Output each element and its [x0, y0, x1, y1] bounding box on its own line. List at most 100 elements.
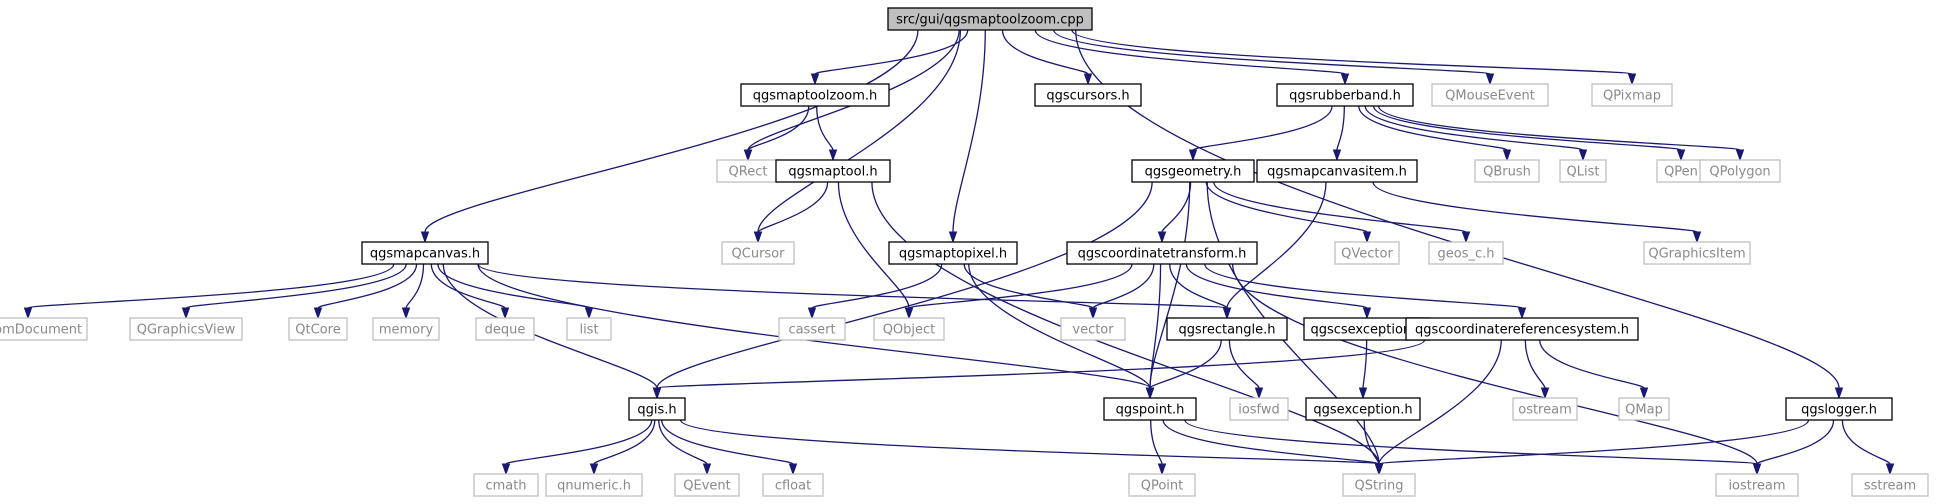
node-qgsmaptopixel-h[interactable]: qgsmaptopixel.h: [888, 241, 1018, 265]
node-label: qgscsexception.h: [1310, 323, 1423, 338]
node-qgsmapcanvas-h[interactable]: qgsmapcanvas.h: [361, 241, 489, 265]
node-label: qgscoordinatereferencesystem.h: [1415, 323, 1629, 338]
node-label: iostream: [1728, 479, 1785, 494]
edge-qgscsexception-h-to-qgsexception-h: [1358, 339, 1368, 400]
edge-qgsrubberband-h-to-qpen: [1372, 105, 1686, 162]
edge-qgscoordinatereferencesystem-h-to-ostream: [1524, 339, 1550, 400]
node-qgraphicsitem: QGraphicsItem: [1643, 241, 1751, 265]
node-qgis-h[interactable]: qgis.h: [628, 397, 686, 421]
node-qgsrubberband-h[interactable]: qgsrubberband.h: [1276, 83, 1414, 107]
edge-qgscoordinatetransform-h-to-vector: [1088, 263, 1155, 320]
node-qtcore: QtCore: [288, 317, 348, 341]
node-label: cmath: [485, 479, 526, 494]
node-qgscoordinatetransform-h[interactable]: qgscoordinatetransform.h: [1066, 241, 1258, 265]
edge-qgsrubberband-h-to-qgsmapcanvasitem-h: [1332, 105, 1345, 162]
node-label: deque: [485, 323, 526, 338]
edge-qgsmapcanvas-h-to-qgraphicsview: [181, 263, 407, 320]
edge-qgsmapcanvas-h-to-list: [437, 263, 594, 320]
node-qgslogger-h[interactable]: qgslogger.h: [1785, 397, 1893, 421]
node-label: ostream: [1518, 403, 1572, 418]
edge-qgscoordinatereferencesystem-h-to-qgis-h: [652, 339, 1426, 400]
edge-qgscoordinatetransform-h-to-qgspoint-h: [1145, 263, 1162, 400]
node-label: QMap: [1625, 403, 1663, 418]
node-cfloat: cfloat: [762, 473, 824, 497]
node-label: QPixmap: [1603, 89, 1661, 104]
edge-qgsmapcanvasitem-h-to-qgraphicsitem: [1372, 181, 1702, 244]
edge-qgscoordinatetransform-h-to-qgscsexception-h: [1185, 263, 1372, 320]
node-label: QList: [1567, 165, 1600, 180]
node-label: qgsmaptopixel.h: [899, 247, 1007, 262]
node-label: QCursor: [732, 247, 786, 262]
node-qvector: QVector: [1334, 241, 1400, 265]
node-qstring: QString: [1342, 473, 1416, 497]
node-qevent: QEvent: [674, 473, 740, 497]
node-deque: deque: [475, 317, 535, 341]
edge-root-to-qpixmap: [1071, 29, 1637, 86]
node-qgscoordinatereferencesystem-h[interactable]: qgscoordinatereferencesystem.h: [1405, 317, 1639, 341]
edge-qgsgeometry-h-to-qvector: [1205, 181, 1372, 244]
node-label: QRect: [729, 165, 768, 180]
edge-qgsmapcanvas-h-to-qdomdocument: [23, 263, 395, 320]
node-label: QtCore: [295, 323, 340, 338]
node-qlist: QList: [1559, 159, 1607, 183]
edge-qgsmaptoolzoom-h-to-qrect: [743, 105, 810, 162]
node-geos-c-h: geos_c.h: [1428, 241, 1504, 265]
node-qpixmap: QPixmap: [1591, 83, 1673, 107]
node-vector: vector: [1060, 317, 1126, 341]
node-label: cfloat: [775, 479, 811, 494]
node-qgsgeometry-h[interactable]: qgsgeometry.h: [1131, 159, 1255, 183]
edge-qgsrectangle-h-to-qgspoint-h: [1145, 339, 1222, 400]
edge-qgsrectangle-h-to-iosfwd: [1228, 339, 1264, 400]
node-qdomdocument: QDomDocument: [0, 317, 88, 341]
node-label: QMouseEvent: [1445, 89, 1535, 104]
node-label: qgsrectangle.h: [1178, 323, 1275, 338]
edge-qgsmaptool-h-to-qcursor: [753, 181, 829, 244]
node-label: iosfwd: [1238, 403, 1280, 418]
node-qgraphicsview: QGraphicsView: [129, 317, 243, 341]
node-label: sstream: [1864, 479, 1916, 494]
node-qgscursors-h[interactable]: qgscursors.h: [1034, 83, 1142, 107]
node-label: qgslogger.h: [1801, 403, 1877, 418]
node-qgscsexception-h[interactable]: qgscsexception.h: [1303, 317, 1431, 341]
node-label: QObject: [883, 323, 936, 338]
node-label: qgsmaptool.h: [788, 165, 877, 180]
edge-qgslogger-h-to-sstream: [1841, 419, 1895, 476]
node-qpoint: QPoint: [1128, 473, 1196, 497]
edge-qgis-h-to-qevent: [658, 419, 712, 476]
node-qgsexception-h[interactable]: qgsexception.h: [1305, 397, 1421, 421]
node-label: QString: [1354, 479, 1403, 494]
edge-qgis-h-to-cfloat: [661, 419, 798, 476]
node-label: QVector: [1341, 247, 1393, 262]
node-label: qgspoint.h: [1116, 403, 1185, 418]
node-label: QPolygon: [1709, 165, 1770, 180]
edge-qgsrubberband-h-to-qpolygon: [1377, 105, 1745, 162]
node-label: vector: [1072, 323, 1114, 338]
edge-qgscoordinatetransform-h-to-qobject: [904, 263, 1133, 320]
node-label: qnumeric.h: [557, 479, 631, 494]
node-ostream: ostream: [1512, 397, 1578, 421]
edge-root-to-qcursor: [753, 29, 962, 244]
node-qmouseevent: QMouseEvent: [1431, 83, 1549, 107]
edge-qgsgeometry-h-to-geos-c-h: [1213, 181, 1471, 244]
node-qbrush: QBrush: [1474, 159, 1540, 183]
edge-qgsgeometry-h-to-qgscoordinatetransform-h: [1157, 181, 1192, 244]
edge-root-to-qgsmapcanvas-h: [420, 29, 919, 244]
node-label: QDomDocument: [0, 323, 82, 338]
edge-qgsrubberband-h-to-qlist: [1364, 105, 1588, 162]
node-qgsrectangle-h[interactable]: qgsrectangle.h: [1166, 317, 1288, 341]
node-qpen: QPen: [1656, 159, 1706, 183]
node-qgsmaptoolzoom-h[interactable]: qgsmaptoolzoom.h: [740, 83, 890, 107]
node-root[interactable]: src/gui/qgsmaptoolzoom.cpp: [887, 7, 1093, 31]
edge-qgsmapcanvas-h-to-memory: [401, 263, 425, 320]
node-list: list: [566, 317, 612, 341]
node-qgsmapcanvasitem-h[interactable]: qgsmapcanvasitem.h: [1256, 159, 1418, 183]
node-label: qgsrubberband.h: [1289, 89, 1401, 104]
node-qgsmaptool-h[interactable]: qgsmaptool.h: [775, 159, 891, 183]
edge-qgis-h-to-cmath: [501, 419, 653, 476]
node-qobject: QObject: [873, 317, 945, 341]
node-iosfwd: iosfwd: [1229, 397, 1289, 421]
node-qgspoint-h[interactable]: qgspoint.h: [1103, 397, 1197, 421]
node-label: qgsmapcanvas.h: [370, 247, 480, 262]
edge-root-to-qgsmaptoolzoom-h: [810, 29, 969, 86]
